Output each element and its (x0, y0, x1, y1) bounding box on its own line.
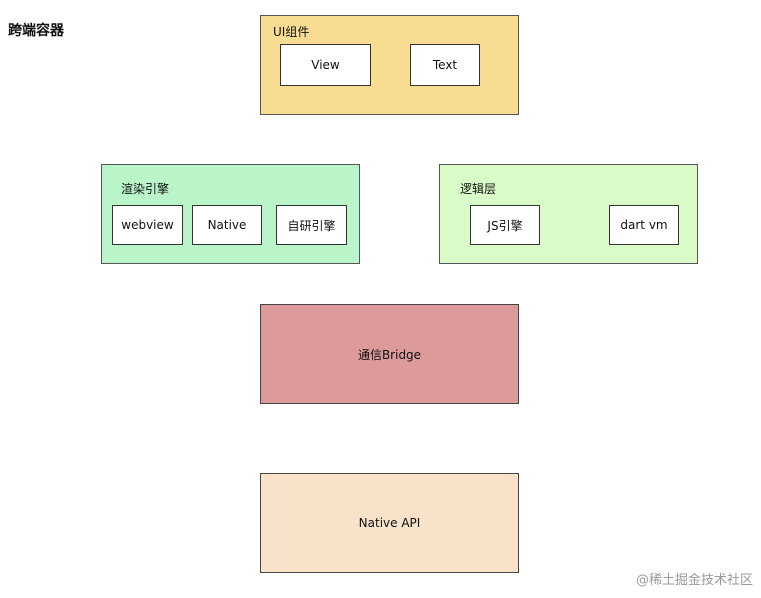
text-node: Text (410, 44, 480, 86)
native-api-block: Native API (260, 473, 519, 573)
webview-node: webview (112, 205, 183, 245)
render-engine-group: 渲染引擎 webview Native 自研引擎 (101, 164, 360, 264)
watermark: @稀土掘金技术社区 (635, 573, 753, 588)
js-engine-node: JS引擎 (470, 205, 540, 245)
bridge-block: 通信Bridge (260, 304, 519, 404)
dart-vm-node: dart vm (609, 205, 679, 245)
logic-layer-label: 逻辑层 (460, 182, 497, 196)
custom-engine-node: 自研引擎 (276, 205, 347, 245)
view-node: View (280, 44, 371, 86)
native-node: Native (192, 205, 262, 245)
ui-components-label: UI组件 (273, 25, 310, 39)
render-engine-label: 渲染引擎 (121, 182, 170, 196)
ui-components-group: UI组件 View Text (260, 15, 519, 115)
logic-layer-group: 逻辑层 JS引擎 dart vm (439, 164, 698, 264)
page-title: 跨端容器 (8, 23, 64, 39)
